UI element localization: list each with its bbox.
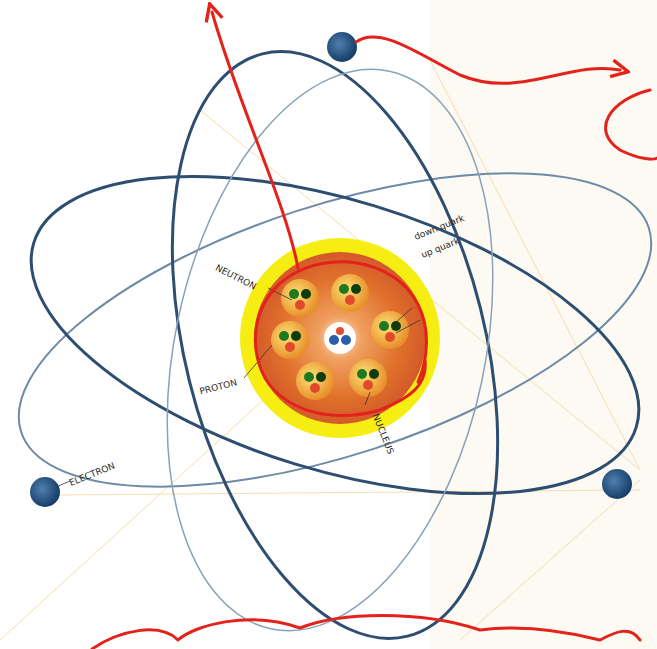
orbit-lines	[119, 39, 541, 649]
orbit-lines	[0, 18, 657, 649]
nucleus-body	[336, 327, 344, 335]
nucleon-particles	[345, 295, 355, 305]
guide-lines	[60, 490, 640, 495]
nucleon-particles	[289, 289, 299, 299]
red-annotations	[212, 12, 298, 268]
part-label: NEUTRON	[212, 261, 260, 293]
nucleon-particles	[331, 274, 369, 312]
electron-dots	[602, 469, 632, 499]
nucleon-particles	[291, 331, 301, 341]
leader-lines	[56, 288, 420, 487]
red-annotations	[92, 616, 640, 649]
nucleon-particles	[357, 369, 367, 379]
nucleon-particles	[371, 311, 409, 349]
red-annotations	[356, 37, 620, 83]
nucleus-body	[324, 322, 356, 354]
nucleon-particles	[285, 342, 295, 352]
leader-lines	[396, 320, 420, 333]
nucleon-particles	[295, 300, 305, 310]
nucleus-body	[254, 252, 426, 424]
nucleus-body	[329, 335, 339, 345]
nucleus-body	[240, 238, 440, 438]
nucleon-particles	[304, 372, 314, 382]
nucleon-particles	[296, 362, 334, 400]
guide-lines	[430, 60, 640, 470]
nucleon-particles	[339, 284, 349, 294]
nucleon-particles	[271, 321, 309, 359]
orbit-lines	[117, 18, 553, 649]
nucleon-particles	[391, 321, 401, 331]
red-annotations	[606, 90, 657, 159]
electron-dots	[30, 32, 632, 507]
nucleus-body	[240, 238, 440, 438]
nucleon-particles	[279, 331, 289, 341]
nucleon-particles	[371, 311, 409, 349]
nucleon-particles	[271, 274, 409, 400]
red-annotations	[255, 262, 426, 416]
nucleon-particles	[316, 372, 326, 382]
nucleon-particles	[296, 362, 334, 400]
nucleon-particles	[271, 321, 309, 359]
nucleon-particles	[310, 383, 320, 393]
leader-lines	[365, 392, 370, 405]
nucleon-particles	[363, 380, 373, 390]
leader-lines	[396, 308, 412, 322]
nucleon-particles	[351, 284, 361, 294]
guide-lines	[0, 60, 640, 640]
nucleon-particles	[281, 279, 319, 317]
electron-dots	[30, 477, 60, 507]
nucleon-particles	[331, 274, 369, 312]
nucleon-particles	[281, 279, 319, 317]
orbit-lines	[0, 114, 657, 556]
nucleon-particles	[379, 321, 389, 331]
nucleon-particles	[349, 359, 387, 397]
nucleus-body	[341, 335, 351, 345]
nucleon-particles	[349, 359, 387, 397]
red-annotations	[92, 12, 657, 649]
background-panel	[430, 0, 657, 649]
nucleon-particles	[385, 332, 395, 342]
guide-lines	[460, 480, 640, 640]
nucleon-particles	[301, 289, 311, 299]
nucleon-particles	[369, 369, 379, 379]
part-label: PROTON	[197, 376, 241, 397]
electron-dots	[327, 32, 357, 62]
